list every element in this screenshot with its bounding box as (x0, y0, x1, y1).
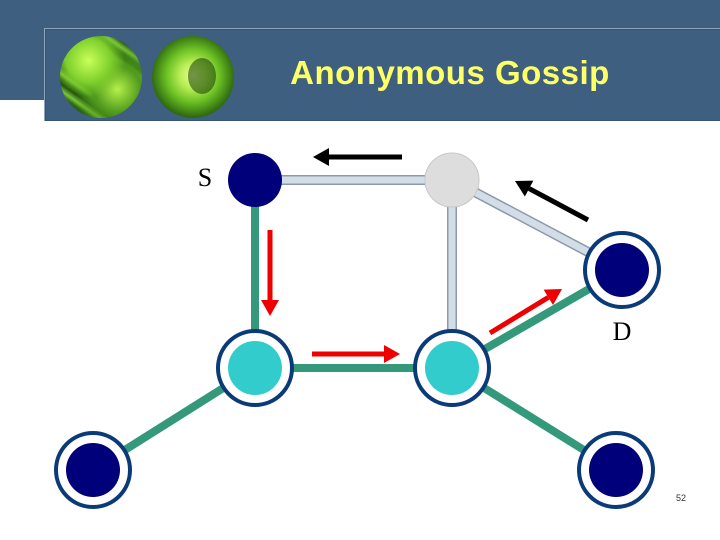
arrow-head (313, 148, 329, 166)
arrow-cyan1-cyan2 (312, 345, 400, 363)
labels-layer: SD (198, 163, 632, 346)
node-circle (424, 152, 480, 208)
node-cyan2 (413, 329, 491, 407)
arrow-cyan2-d (488, 289, 562, 336)
node-gray (424, 152, 480, 208)
node-circle (589, 443, 643, 497)
arrow-shaft (527, 186, 590, 223)
node-bl (54, 431, 132, 509)
slide-title: Anonymous Gossip (290, 54, 610, 91)
node-circle (425, 341, 479, 395)
arrows-layer (261, 148, 590, 363)
arrow-gray-s (313, 148, 402, 166)
node-label-s: S (198, 163, 212, 192)
node-d (583, 231, 661, 309)
arrow-shaft (488, 295, 550, 336)
node-circle (66, 443, 120, 497)
node-br (577, 431, 655, 509)
node-cyan1 (216, 329, 294, 407)
arrow-head (515, 180, 534, 197)
node-circle (228, 341, 282, 395)
node-circle (595, 243, 649, 297)
arrow-s-cyan1 (261, 230, 279, 316)
arrow-head (384, 345, 400, 363)
node-label-d: D (613, 317, 632, 346)
arrow-head (261, 300, 279, 316)
page-number: 52 (676, 493, 687, 503)
fern-leaf-image (60, 36, 142, 118)
round-leaf-notch (188, 58, 216, 94)
nodes-layer (54, 152, 661, 509)
edges-layer (90, 175, 625, 474)
node-s (228, 153, 282, 207)
node-circle (228, 153, 282, 207)
arrow-head (543, 289, 562, 306)
arrow-d-gray (515, 180, 590, 223)
